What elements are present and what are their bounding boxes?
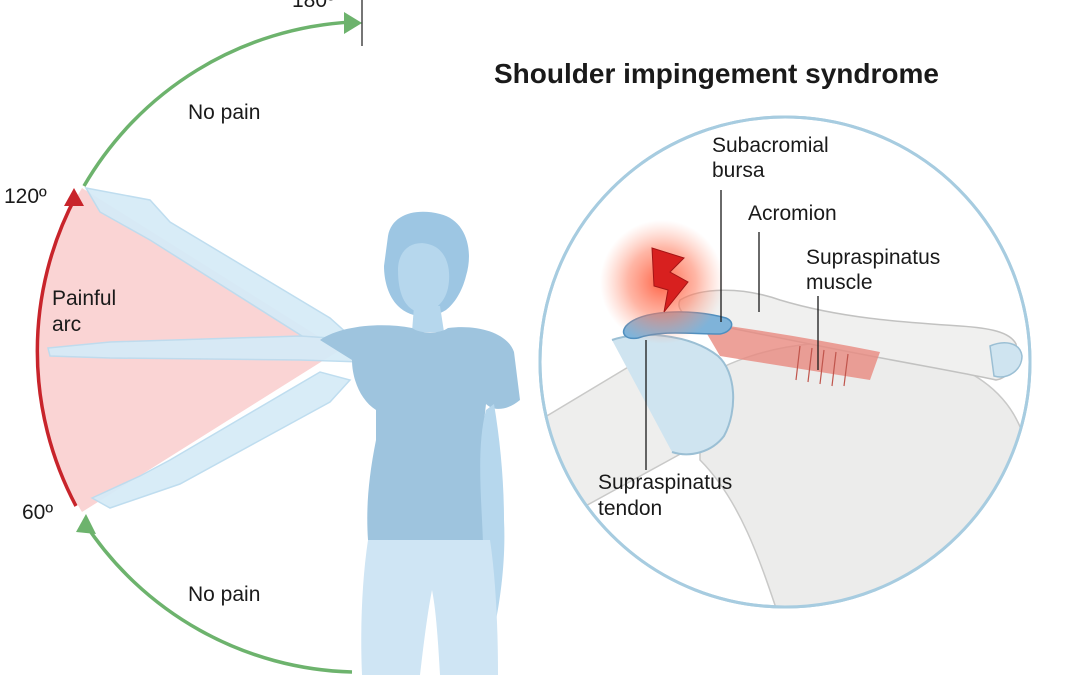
neck bbox=[412, 306, 444, 332]
painful-arc-label-line2: arc bbox=[52, 313, 82, 336]
subacromial-bursa-label-line1: Subacromial bbox=[712, 134, 829, 157]
diagram-title: Shoulder impingement syndrome bbox=[494, 58, 939, 89]
angle-180-label: 180º bbox=[292, 0, 335, 12]
no-pain-arc-upper bbox=[82, 20, 353, 187]
no-pain-lower-label: No pain bbox=[188, 583, 261, 606]
supraspinatus-muscle-label-line2: muscle bbox=[806, 271, 873, 294]
painful-arc-label-line1: Painful bbox=[52, 287, 117, 310]
angle-60-label: 60º bbox=[22, 501, 54, 524]
supraspinatus-tendon-label-line1: Supraspinatus bbox=[598, 471, 733, 494]
zoom-circle-border bbox=[538, 115, 1032, 609]
pants bbox=[361, 540, 498, 675]
clavicle bbox=[989, 342, 1023, 378]
arm-60 bbox=[90, 371, 352, 509]
painful-arc-line bbox=[35, 195, 78, 507]
supraspinatus-muscle-label-line1: Supraspinatus bbox=[806, 246, 941, 269]
supraspinatus-muscle-lines bbox=[795, 345, 849, 387]
supraspinatus-tendon-label-line2: tendon bbox=[598, 497, 663, 520]
pain-lightning-icon bbox=[651, 247, 689, 313]
woman-figure bbox=[320, 211, 520, 675]
shoulder-anatomy bbox=[540, 220, 1030, 607]
no-pain-arc-lower bbox=[82, 521, 353, 674]
no-pain-upper-label: No pain bbox=[188, 101, 261, 124]
arrow-head-180 bbox=[344, 12, 362, 34]
acromion-label: Acromion bbox=[748, 202, 837, 225]
shirt bbox=[320, 325, 520, 540]
angle-120-label: 120º bbox=[4, 185, 47, 208]
arm-positions bbox=[47, 186, 363, 509]
arrow-head-120 bbox=[64, 188, 84, 206]
arrow-head-60 bbox=[76, 514, 96, 534]
leader-lines bbox=[645, 190, 819, 470]
face bbox=[398, 243, 450, 313]
subacromial-bursa-label-line2: bursa bbox=[712, 159, 765, 182]
